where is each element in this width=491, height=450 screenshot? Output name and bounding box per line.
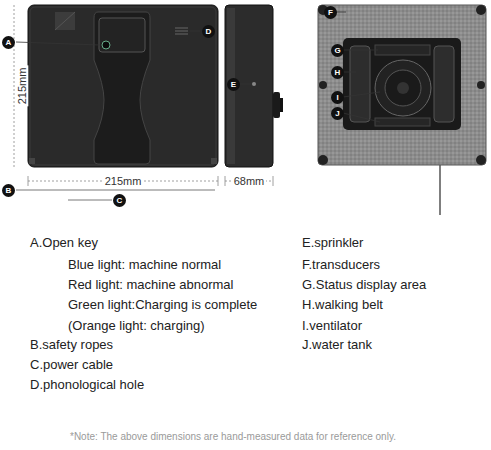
- part-label: A.Open key: [30, 235, 98, 250]
- part-label: C.power cable: [30, 357, 113, 372]
- part-label: B.safety ropes: [30, 337, 113, 352]
- side-view: [225, 5, 283, 186]
- dimension-label: 68mm: [232, 175, 267, 187]
- part-label: D.phonological hole: [30, 377, 144, 392]
- light-status: Red light: machine abnormal: [68, 277, 233, 292]
- callout-letter: G: [331, 44, 344, 57]
- callout-letter: B: [2, 184, 15, 197]
- part-label: E.sprinkler: [302, 235, 363, 250]
- callout-letter: A: [2, 36, 15, 49]
- callout-letter: C: [113, 194, 126, 207]
- callout-letter: H: [331, 66, 344, 79]
- part-label: J.water tank: [302, 337, 372, 352]
- part-label: I.ventilator: [302, 318, 362, 333]
- dimension-label: 215mm: [103, 175, 144, 187]
- part-label: G.Status display area: [302, 277, 426, 292]
- light-status: Green light:Charging is complete: [68, 297, 257, 312]
- back-view: [318, 5, 486, 215]
- callout-letter: J: [331, 107, 344, 120]
- dimension-label: 215mm: [16, 66, 28, 107]
- light-status: Blue light: machine normal: [68, 257, 221, 272]
- front-view: [14, 5, 218, 200]
- callout-letter: I: [331, 91, 344, 104]
- light-status: (Orange light: charging): [68, 318, 205, 333]
- callout-letter: D: [202, 25, 215, 38]
- part-label: H.walking belt: [302, 297, 383, 312]
- callout-letter: E: [227, 78, 240, 91]
- callout-letter: F: [324, 6, 337, 19]
- part-label: F.transducers: [302, 257, 380, 272]
- footnote: *Note: The above dimensions are hand-mea…: [70, 431, 396, 442]
